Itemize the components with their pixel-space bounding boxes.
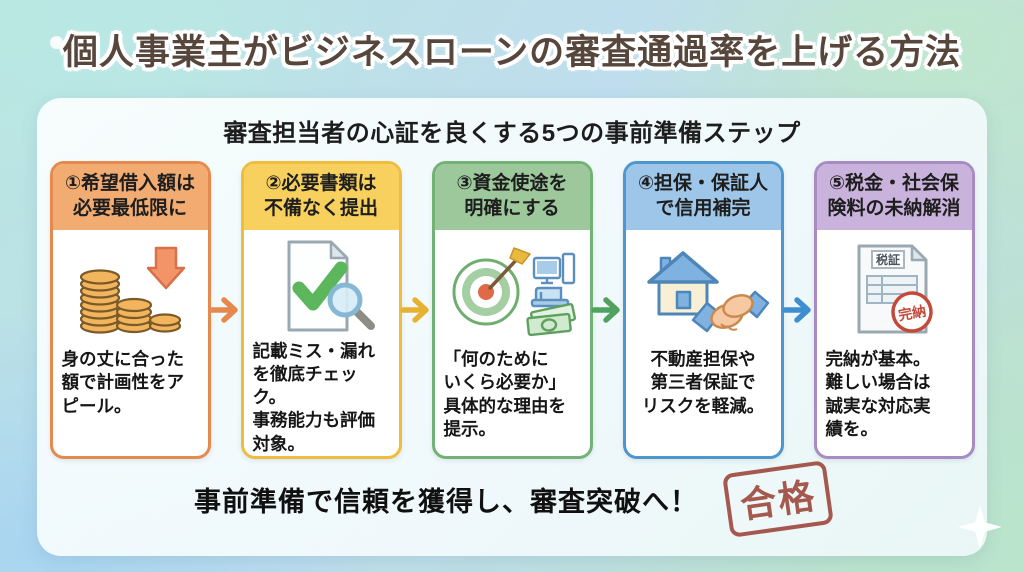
step-3-header: ③資金使途を 明確にする	[434, 164, 590, 230]
document-check-icon	[244, 230, 399, 338]
step-4-description: 不動産担保や 第三者保証で リスクを軽減。	[641, 349, 765, 416]
step-2-header: ②必要書類は 不備なく提出	[243, 164, 399, 230]
step-card-2: ②必要書類は 不備なく提出 記載ミス・漏れ を徹底チェック。 事務能力も評価 対…	[240, 161, 402, 459]
panel-subtitle: 審査担当者の心証を良くする5つの事前準備ステップ	[223, 120, 801, 147]
down-arrow-icon	[146, 246, 186, 290]
main-panel: 審査担当者の心証を良くする5つの事前準備ステップ ①希望借入額は 必要最低限に	[37, 98, 987, 556]
banknotes-icon	[526, 302, 577, 337]
checkmark-icon	[292, 261, 348, 311]
flow-arrow-icon	[208, 161, 241, 459]
svg-text:完納: 完納	[897, 303, 927, 324]
step-card-4: ④担保・保証人 で信用補完	[622, 161, 784, 459]
step-4-header: ④担保・保証人 で信用補完	[625, 164, 781, 230]
step-card-3: ③資金使途を 明確にする	[431, 161, 593, 459]
step-4-title: ④担保・保証人 で信用補完	[637, 173, 769, 219]
step-5-title: ⑤税金・社会保 険料の未納解消	[827, 173, 961, 219]
coins-decrease-icon	[53, 230, 208, 346]
flow-arrow-icon	[781, 161, 814, 459]
step-card-5: ⑤税金・社会保 険料の未納解消 税証 完納	[813, 161, 975, 459]
step-5-description: 完納が基本。 難しい場合は 誠実な対応実 績を。	[825, 349, 931, 439]
flow-arrow-icon	[399, 161, 432, 459]
house-handshake-icon	[626, 230, 781, 346]
step-1-description: 身の丈に合った 額で計画性をア ピール。	[61, 349, 185, 416]
magnifier-lens-icon	[327, 282, 363, 318]
coin-stacks-icon	[79, 269, 182, 334]
sparkle-dot-icon	[50, 36, 63, 49]
equipment-icon	[530, 286, 570, 308]
footer-message: 事前準備で信頼を獲得し、審査突破へ！	[193, 486, 698, 517]
target-purpose-icon	[435, 230, 590, 346]
tax-certificate-icon: 税証 完納	[817, 230, 972, 346]
flow-arrow-icon	[590, 161, 623, 459]
step-5-header: ⑤税金・社会保 険料の未納解消	[816, 164, 972, 230]
step-2-description: 記載ミス・漏れ を徹底チェック。 事務能力も評価 対象。	[252, 340, 376, 454]
page-title: 個人事業主がビジネスローンの審査通過率を上げる方法	[62, 33, 962, 72]
pass-stamp: 合格	[722, 460, 834, 538]
step-2-title: ②必要書類は 不備なく提出	[263, 173, 378, 219]
step-1-title: ①希望借入額は 必要最低限に	[64, 173, 196, 219]
step-3-title: ③資金使途を 明確にする	[456, 173, 568, 219]
dart-icon	[488, 247, 531, 290]
handshake-icon	[691, 290, 770, 333]
step-card-1: ①希望借入額は 必要最低限に 身の丈に合った 額で計画性をア	[49, 161, 211, 459]
step-1-header: ①希望借入額は 必要最低限に	[52, 164, 208, 230]
tax-doc-label: 税証	[876, 252, 900, 267]
magnifier-handle-icon	[352, 306, 375, 330]
footer: 事前準備で信頼を獲得し、審査突破へ！ 合格	[37, 460, 987, 538]
house-icon	[647, 251, 719, 316]
step-3-description: 「何のために いくら必要か」 具体的な理由を 提示。	[443, 349, 567, 439]
paid-stamp-icon: 完納	[891, 291, 933, 333]
computer-icon	[532, 252, 576, 285]
steps-row: ①希望借入額は 必要最低限に 身の丈に合った 額で計画性をア	[37, 161, 987, 459]
